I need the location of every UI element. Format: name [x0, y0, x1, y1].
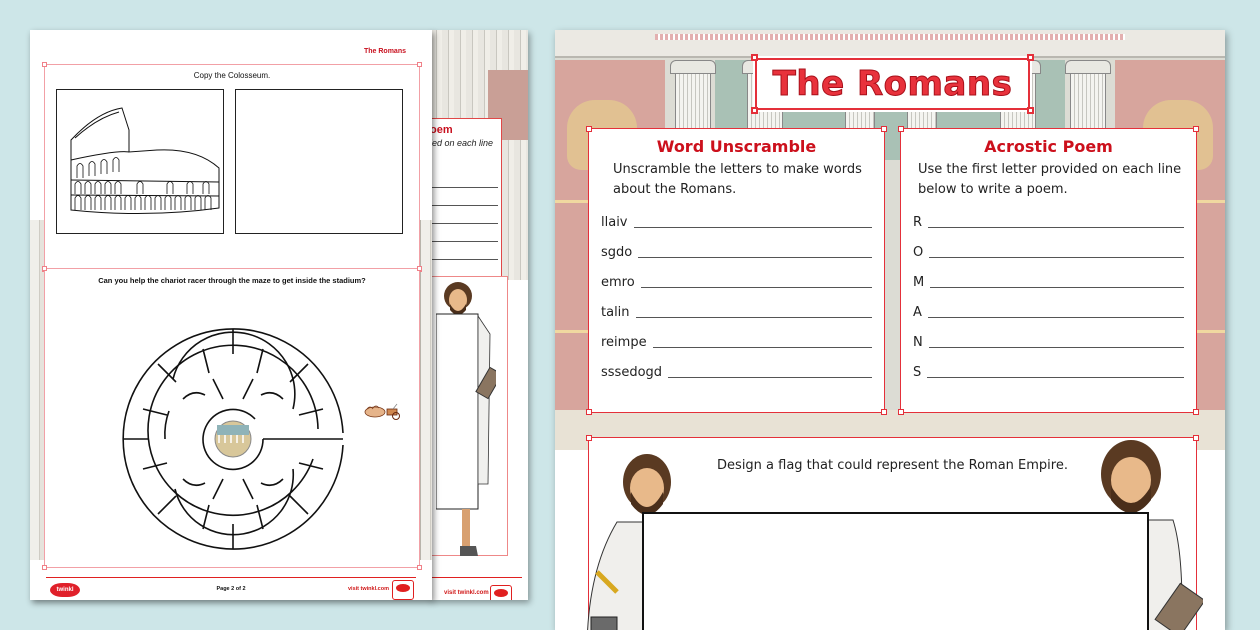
- acrostic-poem-title: Acrostic Poem: [984, 137, 1113, 156]
- answer-line[interactable]: [635, 317, 872, 318]
- poem-row[interactable]: S: [913, 361, 1184, 381]
- poem-line[interactable]: [928, 227, 1184, 228]
- colosseum-icon: [70, 107, 220, 215]
- acrostic-poem-description: Use the first letter provided on each li…: [918, 162, 1182, 197]
- unscramble-row[interactable]: llaiv: [601, 211, 872, 231]
- footer-rule: [430, 577, 522, 578]
- scrambled-word: sssedogd: [601, 365, 663, 380]
- answer-line[interactable]: [652, 347, 872, 348]
- roman-figure-icon: [436, 282, 496, 556]
- writing-line: [430, 223, 498, 224]
- poem-line[interactable]: [928, 347, 1184, 348]
- word-unscramble-title: Word Unscramble: [656, 137, 817, 156]
- poem-row[interactable]: O: [913, 241, 1184, 261]
- chariot-racer-icon: [364, 403, 400, 420]
- unscramble-row[interactable]: sssedogd: [601, 361, 872, 381]
- acrostic-poem-panel: Acrostic Poem Use the first letter provi…: [898, 126, 1199, 415]
- word-unscramble-panel: Word Unscramble Unscramble the letters t…: [586, 126, 887, 415]
- writing-line: [430, 187, 498, 188]
- circular-maze-icon: [122, 328, 344, 550]
- writing-line: [430, 205, 498, 206]
- word-unscramble-description: Unscramble the letters to make words abo…: [613, 162, 862, 197]
- scrambled-word: llaiv: [601, 215, 628, 230]
- poem-row[interactable]: N: [913, 331, 1184, 351]
- footer-link[interactable]: visit twinkl.com: [348, 586, 389, 592]
- footer-rule: [46, 577, 416, 578]
- answer-line[interactable]: [638, 257, 872, 258]
- unscramble-row[interactable]: reimpe: [601, 331, 872, 351]
- scrambled-word: reimpe: [601, 335, 647, 350]
- maze-instruction: Can you help the chariot racer through t…: [98, 276, 366, 285]
- title-plaque: The Romans: [751, 54, 1034, 114]
- poem-letter: M: [913, 275, 925, 290]
- worksheet-page-2-preview: The Romans Copy the Colosseum.: [30, 30, 432, 600]
- poem-row[interactable]: M: [913, 271, 1184, 291]
- poem-letter: S: [913, 365, 922, 380]
- poem-row[interactable]: R: [913, 211, 1184, 231]
- colosseum-image-box: [56, 89, 224, 234]
- scrambled-word: emro: [601, 275, 635, 290]
- panel-title-fragment: oem: [430, 124, 453, 136]
- answer-line[interactable]: [668, 377, 872, 378]
- unscramble-row[interactable]: talin: [601, 301, 872, 321]
- maze-panel: Can you help the chariot racer through t…: [42, 266, 422, 570]
- design-flag-panel: Design a flag that could represent the R…: [586, 435, 1203, 630]
- twinkl-logo: twinkl: [50, 583, 80, 597]
- page-number: Page 2 of 2: [216, 586, 246, 592]
- quality-badge-icon: [490, 585, 512, 600]
- copy-instruction: Copy the Colosseum.: [193, 71, 271, 80]
- quality-badge-icon: [392, 580, 414, 600]
- answer-line[interactable]: [633, 227, 872, 228]
- acrostic-panel-partial: oem led on each line: [430, 118, 502, 278]
- page-header: The Romans: [363, 48, 406, 55]
- blank-drawing-box[interactable]: [235, 89, 403, 234]
- unscramble-row[interactable]: sgdo: [601, 241, 872, 261]
- scrambled-word: talin: [601, 305, 630, 320]
- scrambled-word: sgdo: [601, 245, 633, 260]
- panel-desc-fragment: led on each line: [430, 138, 494, 148]
- flag-instruction: Design a flag that could represent the R…: [717, 458, 1068, 473]
- poem-row[interactable]: A: [913, 301, 1184, 321]
- poem-letter: N: [913, 335, 923, 350]
- worksheet-page-1-preview: oem led on each line visit twinkl.com: [430, 30, 528, 600]
- poem-letter: A: [913, 305, 922, 320]
- page-title: The Romans: [772, 64, 1013, 105]
- poem-letter: O: [913, 245, 924, 260]
- footer-link[interactable]: visit twinkl.com: [444, 590, 489, 596]
- poem-letter: R: [913, 215, 923, 230]
- poem-line[interactable]: [927, 317, 1184, 318]
- answer-line[interactable]: [640, 287, 872, 288]
- copy-colosseum-panel: Copy the Colosseum.: [42, 62, 422, 272]
- poem-line[interactable]: [927, 377, 1184, 378]
- writing-line: [430, 259, 498, 260]
- poem-line[interactable]: [930, 287, 1184, 288]
- flag-drawing-area[interactable]: [642, 512, 1149, 630]
- writing-line: [430, 241, 498, 242]
- unscramble-row[interactable]: emro: [601, 271, 872, 291]
- poem-line[interactable]: [929, 257, 1184, 258]
- worksheet-page-1-large-preview: The Romans Word Unscramble Unscramble th…: [555, 30, 1225, 630]
